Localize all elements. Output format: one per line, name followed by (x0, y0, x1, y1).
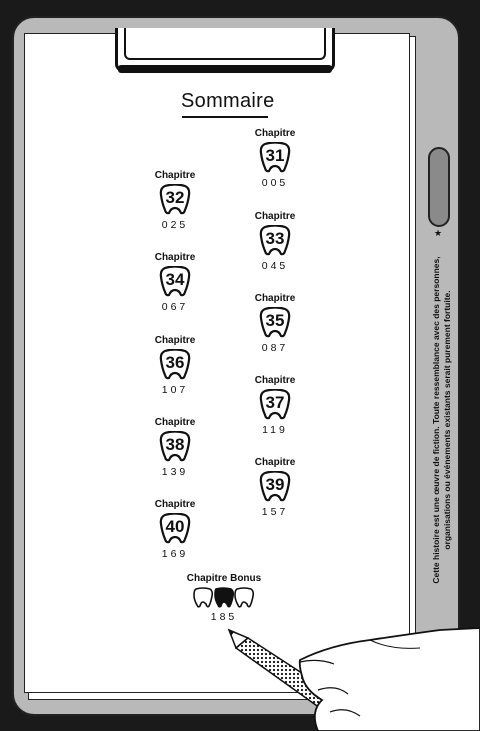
chapter-label: Chapitre (254, 128, 296, 139)
chapter-number: 32 (165, 188, 185, 207)
tooth-icon: 33 (259, 225, 291, 256)
chapter-label: Chapitre (154, 499, 196, 510)
bonus-chapter-label: Chapitre Bonus (186, 573, 262, 584)
chapter-entry[interactable]: Chapitre 37 119 (235, 375, 315, 436)
chapter-label: Chapitre (154, 335, 196, 346)
chapter-number: 40 (165, 517, 185, 536)
title-underline (182, 116, 268, 118)
chapter-number: 35 (265, 311, 285, 330)
chapter-label: Chapitre (154, 252, 196, 263)
chapter-entry[interactable]: Chapitre 39 157 (235, 457, 315, 518)
chapter-label: Chapitre (254, 375, 296, 386)
chapter-number: 39 (265, 475, 285, 494)
page-title: Sommaire (181, 90, 275, 112)
chapter-page: 067 (161, 301, 189, 313)
chapter-number: 38 (165, 435, 185, 454)
tooth-icon: 32 (159, 184, 191, 215)
chapter-entry[interactable]: Chapitre 35 087 (235, 293, 315, 354)
chapter-entry[interactable]: Chapitre 32 025 (135, 170, 215, 231)
bonus-chapter-page: 185 (210, 611, 238, 623)
chapter-page: 119 (262, 424, 288, 436)
chapter-label: Chapitre (254, 457, 296, 468)
paper-sheet (24, 33, 410, 693)
chapter-entry[interactable]: Chapitre 34 067 (135, 252, 215, 313)
tooth-icon: 38 (159, 431, 191, 462)
tooth-icon: 39 (259, 471, 291, 502)
tooth-icon: 36 (159, 349, 191, 380)
chapter-page: 169 (161, 548, 189, 560)
chapter-label: Chapitre (154, 170, 196, 181)
chapter-entry[interactable]: Chapitre 38 139 (135, 417, 215, 478)
chapter-page: 107 (161, 384, 189, 396)
clipboard-clip-bar (118, 65, 332, 73)
chapter-number: 36 (165, 353, 185, 372)
clipboard-tab (428, 147, 450, 227)
chapter-number: 34 (165, 270, 185, 289)
chapter-page: 045 (261, 260, 289, 272)
chapter-page: 005 (261, 177, 289, 189)
chapter-entry[interactable]: Chapitre 33 045 (235, 211, 315, 272)
chapter-page: 157 (261, 506, 289, 518)
chapter-page: 139 (161, 466, 189, 478)
tooth-icon: 34 (159, 266, 191, 297)
chapter-number: 37 (265, 393, 285, 412)
tooth-icon: 31 (259, 142, 291, 173)
chapter-entry[interactable]: Chapitre 40 169 (135, 499, 215, 560)
tooth-icon: 37 (259, 389, 291, 420)
chapter-entry[interactable]: Chapitre 36 107 (135, 335, 215, 396)
bonus-chapter-entry[interactable]: Chapitre Bonus 185 (176, 573, 272, 623)
tooth-icon-group (176, 587, 272, 609)
chapter-page: 087 (261, 342, 289, 354)
tooth-icon: 35 (259, 307, 291, 338)
chapter-label: Chapitre (154, 417, 196, 428)
chapter-entry[interactable]: Chapitre 31 005 (235, 128, 315, 189)
chapter-label: Chapitre (254, 211, 296, 222)
chapter-label: Chapitre (254, 293, 296, 304)
chapter-page: 025 (161, 219, 189, 231)
chapter-number: 31 (265, 146, 285, 165)
star-icon: ★ (434, 228, 443, 238)
tooth-icon: 40 (159, 513, 191, 544)
chapter-number: 33 (265, 229, 285, 248)
